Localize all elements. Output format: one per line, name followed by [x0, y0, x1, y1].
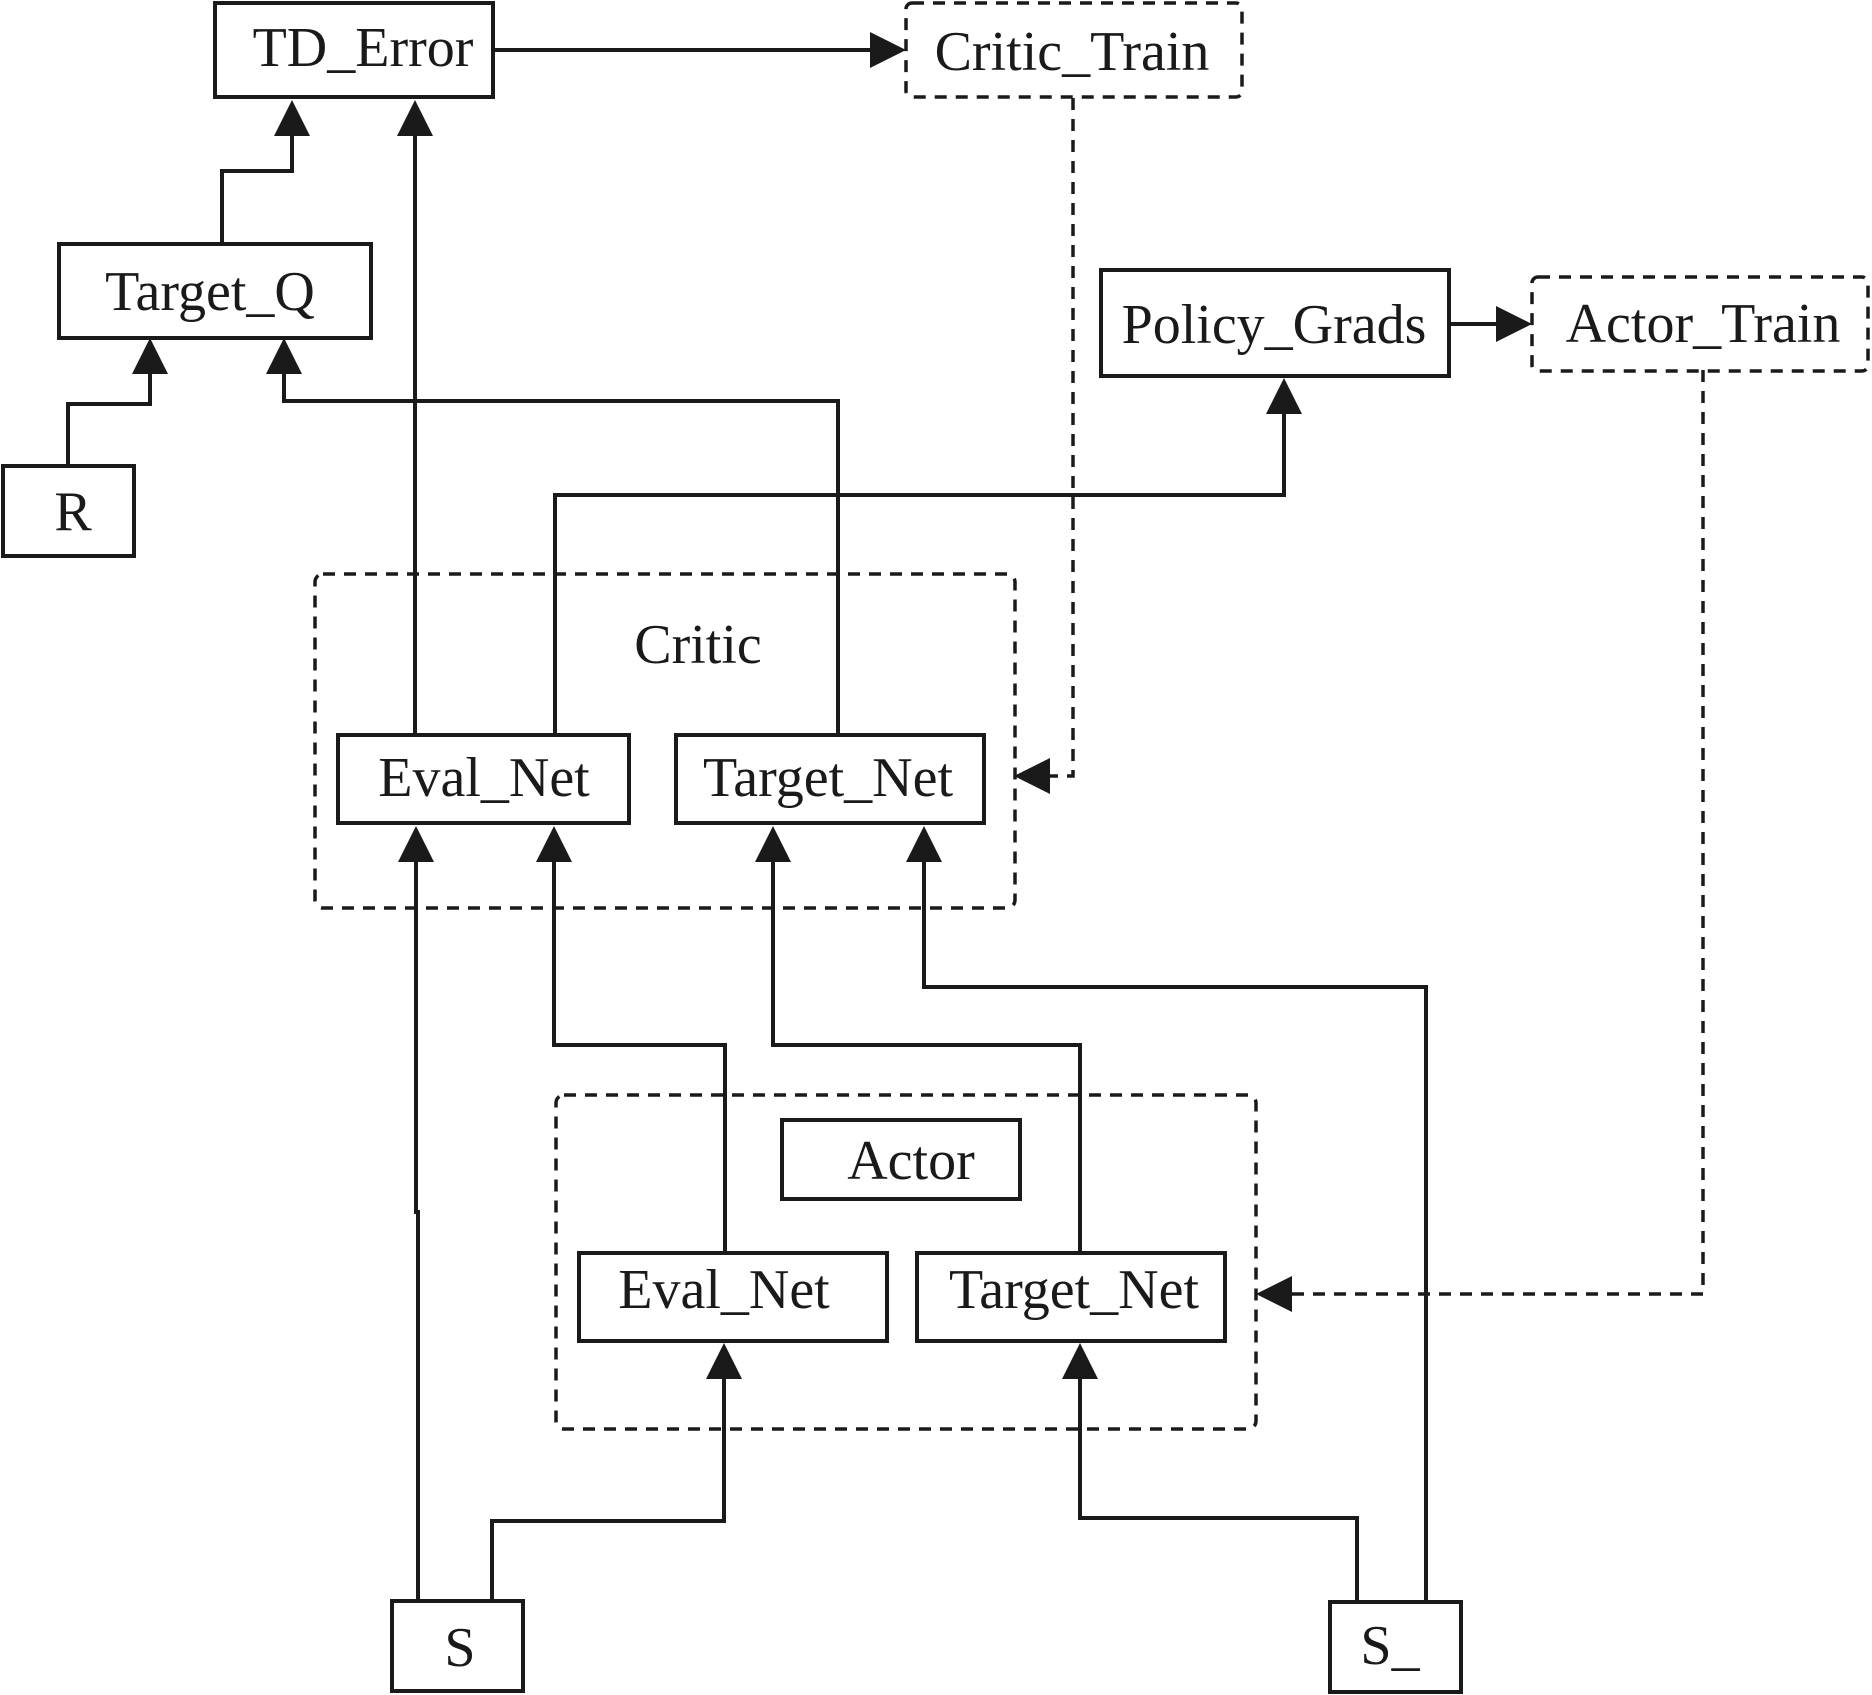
connectors: [66, 32, 1705, 1602]
arrowhead-critic-eval-right: [536, 826, 572, 862]
actor-group-frame: [554, 1093, 1258, 1431]
node-target-q: Target_Q: [57, 242, 373, 340]
node-target-q-label: Target_Q: [105, 261, 315, 323]
node-actor-target-net: Target_Net: [915, 1251, 1227, 1343]
arrowhead-td-error-right: [397, 100, 433, 136]
arrowhead-target-q-right: [266, 338, 302, 374]
node-critic-train-label: Critic_Train: [935, 21, 1210, 83]
arrowhead-actor-target: [1062, 1343, 1098, 1379]
edge-actor-target-to-critic-target: [771, 852, 1082, 1253]
node-critic-target-net: Target_Net: [674, 733, 986, 825]
node-r: R: [1, 464, 136, 558]
actor-group-label: Actor: [847, 1130, 975, 1192]
arrowhead-critic-group: [1014, 758, 1050, 794]
edge-critic-eval-to-policy-grads: [553, 404, 1286, 735]
node-s-next: S_: [1328, 1600, 1463, 1694]
critic-group-label: Critic: [634, 614, 762, 676]
node-critic-train: Critic_Train: [904, 1, 1244, 99]
node-actor-train-label: Actor_Train: [1566, 293, 1841, 355]
node-policy-grads-label: Policy_Grads: [1122, 294, 1427, 356]
arrowhead-critic-train: [870, 32, 906, 68]
edge-s-next-to-actor-target: [1078, 1369, 1359, 1602]
arrowhead-td-error-left: [274, 100, 310, 136]
arrowhead-actor-eval: [706, 1343, 742, 1379]
arrowhead-actor-group: [1256, 1276, 1292, 1312]
node-critic-eval-net-label: Eval_Net: [378, 747, 590, 809]
node-actor-target-net-label: Target_Net: [949, 1259, 1200, 1321]
edge-s-to-actor-eval: [490, 1369, 726, 1601]
node-policy-grads: Policy_Grads: [1099, 268, 1451, 378]
arrowhead-policy-grads: [1266, 378, 1302, 414]
edge-s-next-to-critic-target: [922, 852, 1428, 1602]
node-td-error: TD_Error: [213, 1, 495, 99]
node-s-next-label: S_: [1360, 1615, 1420, 1677]
arrowhead-critic-eval-left: [398, 826, 434, 862]
node-actor-eval-net: Eval_Net: [577, 1251, 889, 1343]
edge-actor-eval-to-critic-eval: [552, 852, 727, 1253]
edge-s-to-critic-eval: [414, 852, 420, 1601]
critic-group-frame: [313, 572, 1017, 910]
edge-r-to-target-q: [66, 364, 152, 466]
node-s: S: [390, 1599, 525, 1693]
edge-target-q-to-td-error: [220, 126, 294, 244]
arrowhead-target-q-left: [132, 338, 168, 374]
edge-critic-target-to-target-q: [282, 364, 840, 735]
edge-actor-train-to-actor: [1288, 370, 1705, 1296]
edge-critic-train-to-critic: [1046, 98, 1075, 778]
node-actor-label-box: Actor: [780, 1118, 1022, 1201]
node-actor-train: Actor_Train: [1530, 275, 1870, 373]
arrowhead-critic-target-right: [906, 826, 942, 862]
node-td-error-label: TD_Error: [253, 17, 474, 79]
arrowhead-actor-train: [1496, 306, 1532, 342]
node-s-label: S: [444, 1617, 475, 1679]
node-critic-eval-net: Eval_Net: [336, 733, 631, 825]
node-actor-eval-net-label: Eval_Net: [618, 1259, 830, 1321]
node-critic-target-net-label: Target_Net: [703, 747, 954, 809]
arrowhead-critic-target-left: [755, 826, 791, 862]
node-r-label: R: [54, 481, 92, 543]
